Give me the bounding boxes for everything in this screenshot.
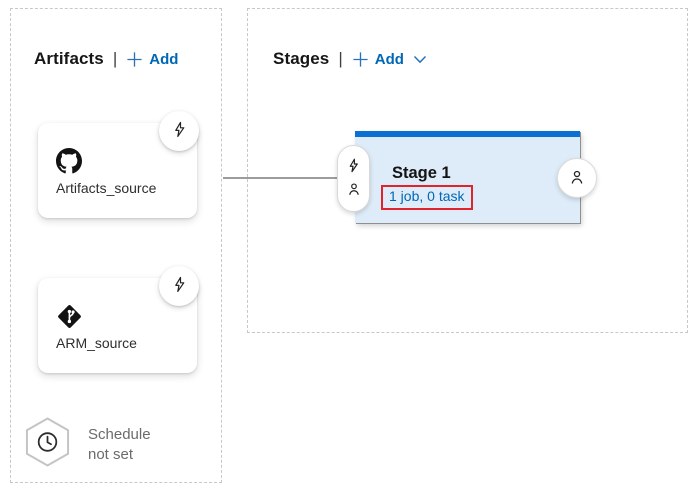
plus-icon [352,51,369,68]
schedule-line2: not set [88,445,134,463]
add-artifact-label: Add [149,50,179,68]
schedule-status[interactable]: Schedule not set [24,416,151,473]
artifact-card-arm-source[interactable]: ARM_source [38,278,197,373]
artifact-stage-connector-line [223,177,341,179]
separator: | [338,49,343,68]
stage-title: Stage 1 [392,164,451,182]
artifacts-title: Artifacts [34,49,104,68]
add-stage-label: Add [374,50,404,68]
lightning-trigger-icon [346,158,361,176]
lightning-trigger-icon [171,276,188,296]
stage-card[interactable]: Stage 1 1 job, 0 task [355,131,580,223]
lightning-trigger-icon [171,121,188,141]
continuous-deployment-trigger-button[interactable] [159,111,199,151]
schedule-line1: Schedule [88,425,151,443]
stages-title: Stages [273,49,330,68]
artifact-name: Artifacts_source [56,180,157,196]
chevron-down-icon [413,55,427,64]
artifacts-header: Artifacts | Add [34,47,178,71]
annotation-highlight-box: 1 job, 0 task [381,185,473,210]
jobs-tasks-link[interactable]: 1 job, 0 task [389,188,465,204]
post-deployment-conditions-button[interactable] [557,158,597,198]
stages-header: Stages | Add [273,47,427,71]
plus-icon [126,51,143,68]
schedule-text: Schedule not set [88,425,151,465]
artifacts-panel: Artifacts | Add [10,8,222,483]
continuous-deployment-trigger-button[interactable] [159,266,199,306]
add-artifact-button[interactable]: Add [126,51,178,68]
artifact-name: ARM_source [56,335,137,351]
clock-hexagon-icon [24,416,71,473]
person-approval-icon [346,181,362,200]
git-diamond-icon [56,303,83,335]
github-icon [56,148,82,179]
person-approval-icon [568,168,586,189]
pre-deployment-conditions-button[interactable] [337,145,370,212]
separator: | [112,49,118,68]
add-stage-button[interactable]: Add [352,51,427,68]
